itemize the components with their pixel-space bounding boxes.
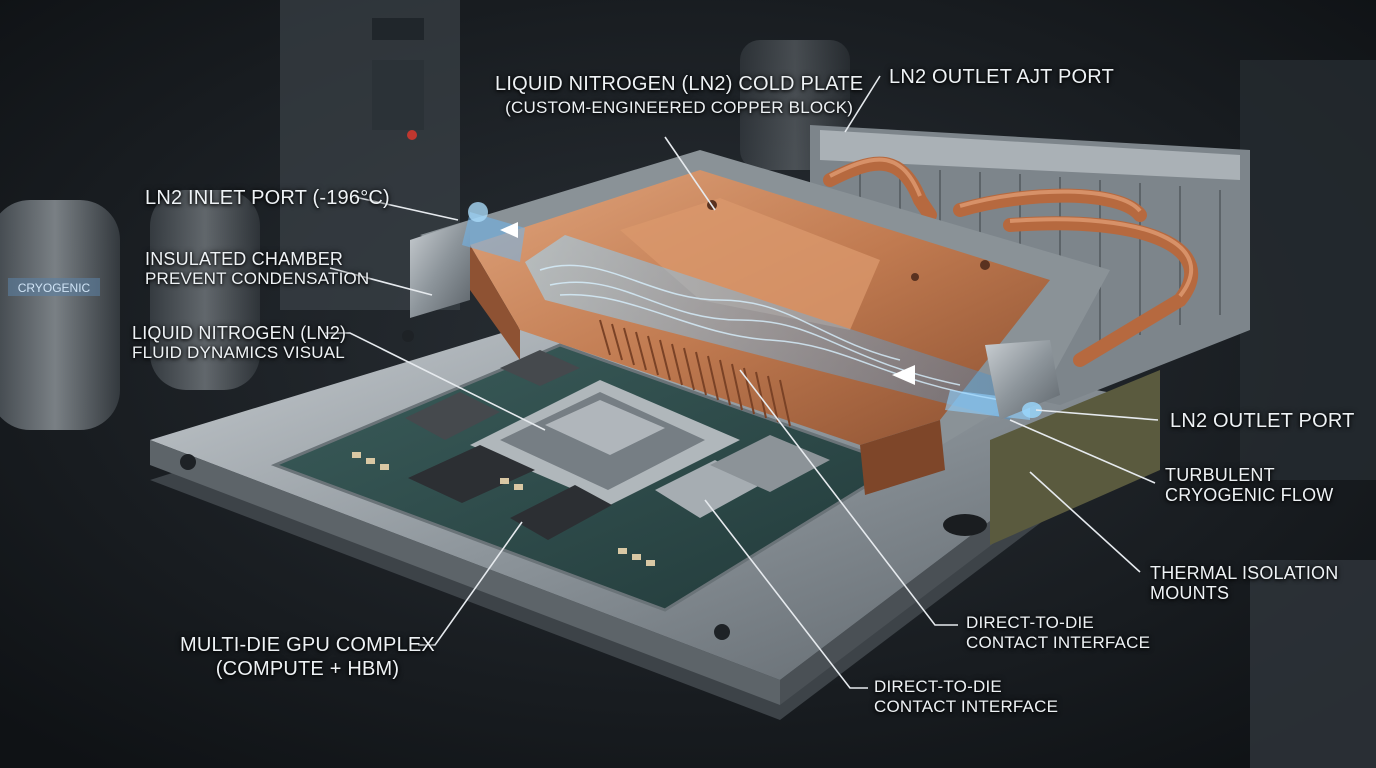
cold-plate-screw-icon [911,273,919,281]
label-line: LN2 OUTLET PORT [1170,410,1355,432]
outlet-flow-arrow-icon [892,365,915,385]
leader-lines [325,75,1159,689]
label-line: LIQUID NITROGEN (LN2) [132,323,347,343]
mount-hole-icon [180,454,196,470]
label-line: LN2 OUTLET AJT PORT [889,66,1114,88]
label-line: THERMAL ISOLATION [1150,563,1339,583]
cryogenic-tanks: CRYOGENIC [0,190,260,430]
label-inlet: LN2 INLET PORT (-196°C) [145,186,390,210]
label-contact-lower: DIRECT-TO-DIE CONTACT INTERFACE [874,677,1058,717]
label-line: MULTI-DIE GPU COMPLEX [180,634,435,656]
copper-block-side [470,245,520,360]
label-line: DIRECT-TO-DIE [966,613,1094,632]
leader-cold-plate [664,136,716,211]
label-contact-upper: DIRECT-TO-DIE CONTACT INTERFACE [966,613,1150,653]
cold-plate-screw-icon [980,260,990,270]
label-line: (COMPUTE + HBM) [215,658,400,680]
thermal-isolation-mount [990,370,1160,545]
label-line: PREVENT CONDENSATION [145,269,370,288]
background-bench [1250,560,1376,768]
hbm-stack [405,392,500,440]
leader-isolation [1029,471,1141,573]
cold-plate-fins [599,319,791,427]
tank-left [0,200,120,430]
smd-components [352,452,655,566]
inlet-flow-arrow-icon [500,222,518,238]
label-line: INSULATED CHAMBER [145,249,344,269]
cabinet-panel [372,60,424,130]
gpu-package [270,343,904,612]
label-line: MOUNTS [1150,583,1230,603]
hbm-stack [510,485,612,540]
background-rack [1240,60,1376,480]
label-cold-plate: LIQUID NITROGEN (LN2) COLD PLATE (CUSTOM… [495,72,863,120]
leader-outlet-right [1035,409,1159,421]
leader-gpu [418,521,523,646]
label-line: LN2 INLET PORT (-196°C) [145,187,390,209]
label-fluid: LIQUID NITROGEN (LN2) FLUID DYNAMICS VIS… [132,323,346,363]
label-line: LIQUID NITROGEN (LN2) COLD PLATE [495,73,864,95]
leader-contact-upper [739,369,958,626]
tank-right [150,190,260,390]
cabinet-display [372,18,424,40]
label-line: (CUSTOM-ENGINEERED COPPER BLOCK) [505,98,854,117]
hbm-stack [408,445,535,503]
base-plate-front-edge [150,440,780,705]
copper-block-front [860,420,945,495]
outlet-port-opening [1022,402,1042,418]
leader-turbulent [1009,419,1156,484]
inlet-flow-channel [462,212,525,262]
label-isolation: THERMAL ISOLATION MOUNTS [1150,563,1338,603]
gpu-die-surface [545,400,665,455]
label-outlet-right: LN2 OUTLET PORT [1170,409,1355,433]
outlet-port-block [985,340,1060,420]
inlet-port-opening [468,202,488,222]
leader-fluid [325,332,546,431]
copper-pipe-highlights [829,157,1194,298]
ln2-fluid-flow [462,212,1030,420]
mount-hole-icon [402,330,414,342]
leader-contact-lower [704,499,868,689]
leader-chamber [329,267,433,296]
label-line: CONTACT INTERFACE [966,633,1151,652]
chamber-top-edge [820,130,1240,180]
label-line: TURBULENT [1165,465,1275,485]
emergency-stop-icon [407,130,417,140]
leader-outlet-top [844,75,881,133]
leader-inlet [354,196,459,221]
label-gpu: MULTI-DIE GPU COMPLEX (COMPUTE + HBM) [180,633,435,681]
label-chamber: INSULATED CHAMBER PREVENT CONDENSATION [145,249,369,289]
label-line: CRYOGENIC FLOW [1165,485,1334,505]
isolation-foot [943,514,987,536]
label-outlet-top: LN2 OUTLET AJT PORT [889,65,1114,89]
tank-label-plate [8,278,100,296]
label-line: CONTACT INTERFACE [874,697,1059,716]
mount-hole-icon [714,624,730,640]
copper-raised-plateau [620,198,880,330]
label-line: FLUID DYNAMICS VISUAL [132,343,345,362]
label-line: DIRECT-TO-DIE [874,677,1002,696]
tank-brand-text: CRYOGENIC [18,281,91,295]
label-turbulent: TURBULENT CRYOGENIC FLOW [1165,465,1333,505]
